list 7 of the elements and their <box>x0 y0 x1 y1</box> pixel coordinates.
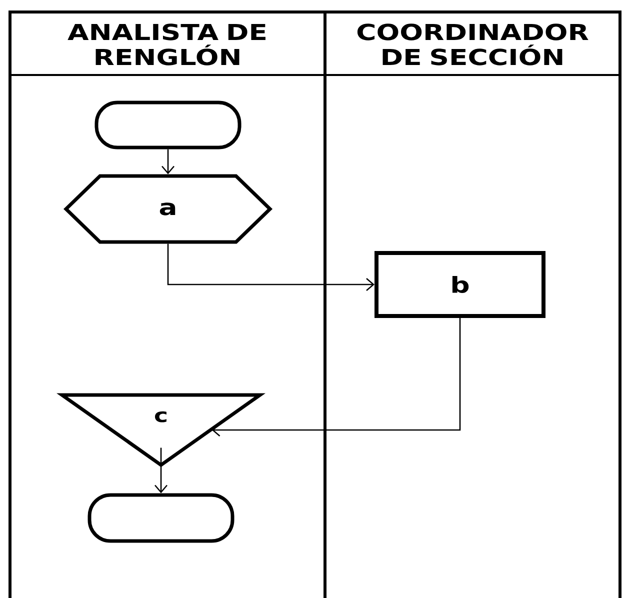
terminator <box>88 493 234 543</box>
arrow <box>154 448 168 494</box>
process-box: b <box>374 251 546 318</box>
arrow <box>162 149 174 174</box>
arrow <box>212 318 461 436</box>
terminator <box>94 100 242 150</box>
arrow <box>167 244 374 291</box>
